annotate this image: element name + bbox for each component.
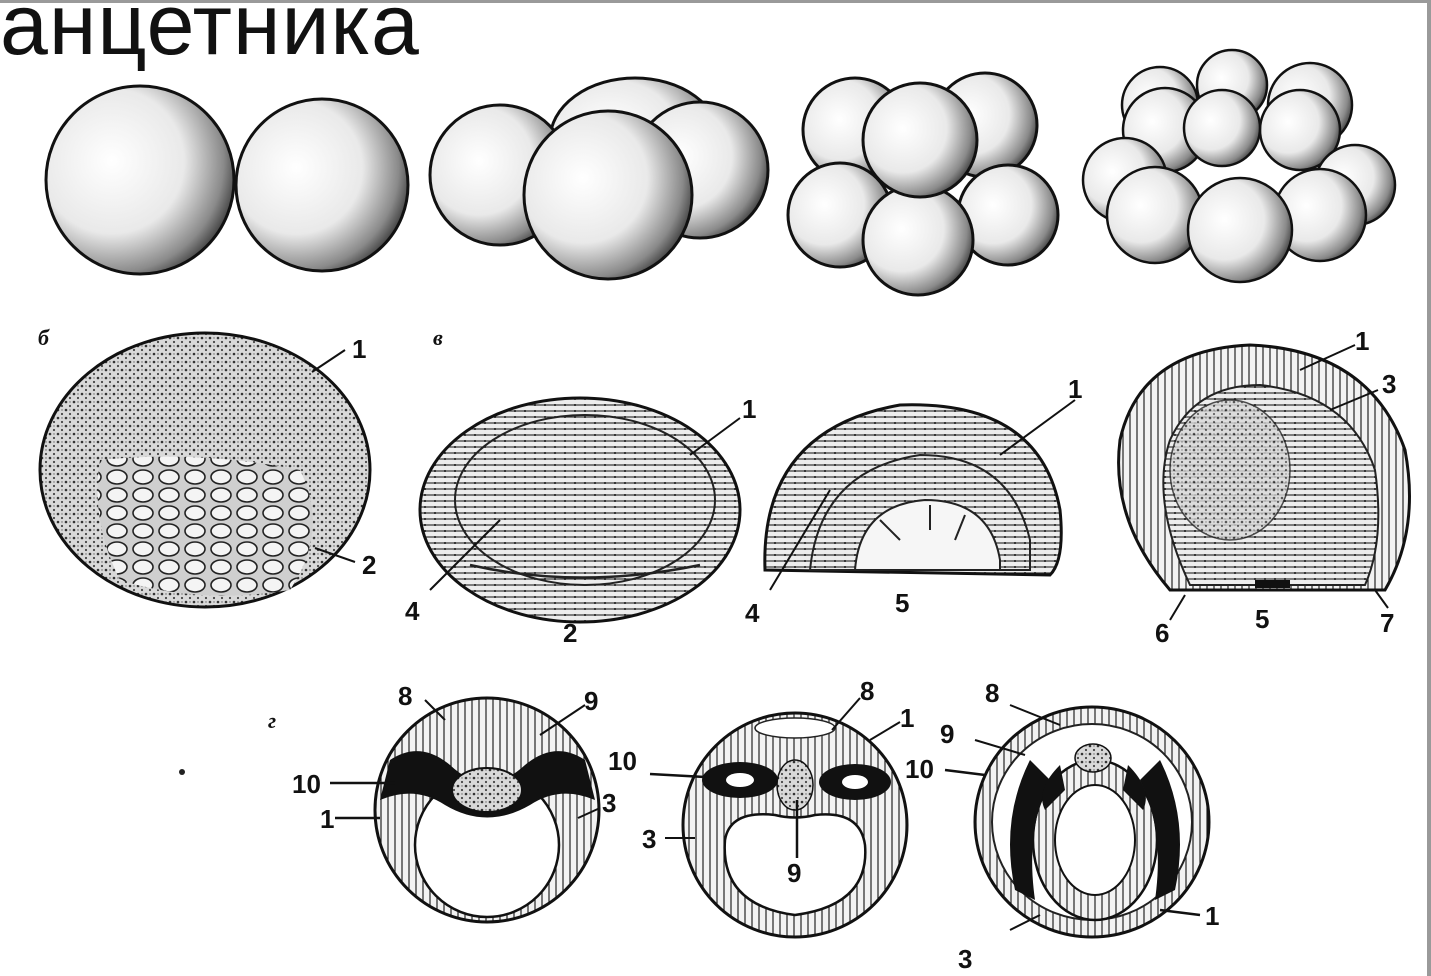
label-v3-6: 6 [1155, 618, 1169, 648]
neurula-section-1: 8 9 10 1 3 [292, 681, 616, 922]
label-g3-9: 9 [940, 719, 954, 749]
gastrula-stage-2: 1 4 5 [745, 374, 1082, 628]
label-v3-5: 5 [1255, 604, 1269, 634]
label-g3-1: 1 [1205, 901, 1219, 931]
label-g1-8: 8 [398, 681, 412, 711]
section-label-g: г [268, 708, 276, 733]
label-g3-3: 3 [958, 944, 972, 974]
label-v3-1: 1 [1355, 326, 1369, 356]
section-label-b: б [38, 325, 50, 350]
label-v2-1: 1 [1068, 374, 1082, 404]
label-b-1: 1 [352, 334, 366, 364]
label-b-2: 2 [362, 550, 376, 580]
label-g2-3: 3 [642, 824, 656, 854]
label-v1-2: 2 [563, 618, 577, 648]
label-v1-4: 4 [405, 596, 420, 626]
neurula-section-2: 8 1 10 3 9 [608, 676, 914, 937]
label-g1-1: 1 [320, 804, 334, 834]
label-v2-4: 4 [745, 598, 760, 628]
cleavage-4-cells [430, 78, 768, 279]
cleavage-16-cells [1083, 50, 1395, 282]
label-v2-5: 5 [895, 588, 909, 618]
label-g1-9: 9 [584, 686, 598, 716]
label-g3-8: 8 [985, 678, 999, 708]
label-g2-8: 8 [860, 676, 874, 706]
label-g2-10: 10 [608, 746, 637, 776]
gastrula-stage-3: 1 3 6 5 7 [1119, 326, 1410, 648]
cleavage-2-cells [46, 86, 408, 274]
section-label-v: в [433, 325, 443, 350]
label-g2-1: 1 [900, 703, 914, 733]
label-g1-3: 3 [602, 788, 616, 818]
label-g2-9: 9 [787, 858, 801, 888]
cleavage-8-cells [788, 73, 1058, 295]
blastula-surface: 1 2 [40, 333, 376, 607]
label-v3-7: 7 [1380, 608, 1394, 638]
neurula-section-3: 8 9 10 1 3 [905, 678, 1219, 974]
label-v1-1: 1 [742, 394, 756, 424]
label-g1-10: 10 [292, 769, 321, 799]
speck [179, 769, 185, 775]
label-g3-10: 10 [905, 754, 934, 784]
label-v3-3: 3 [1382, 369, 1396, 399]
gastrula-stage-1: 1 4 2 [405, 394, 756, 648]
